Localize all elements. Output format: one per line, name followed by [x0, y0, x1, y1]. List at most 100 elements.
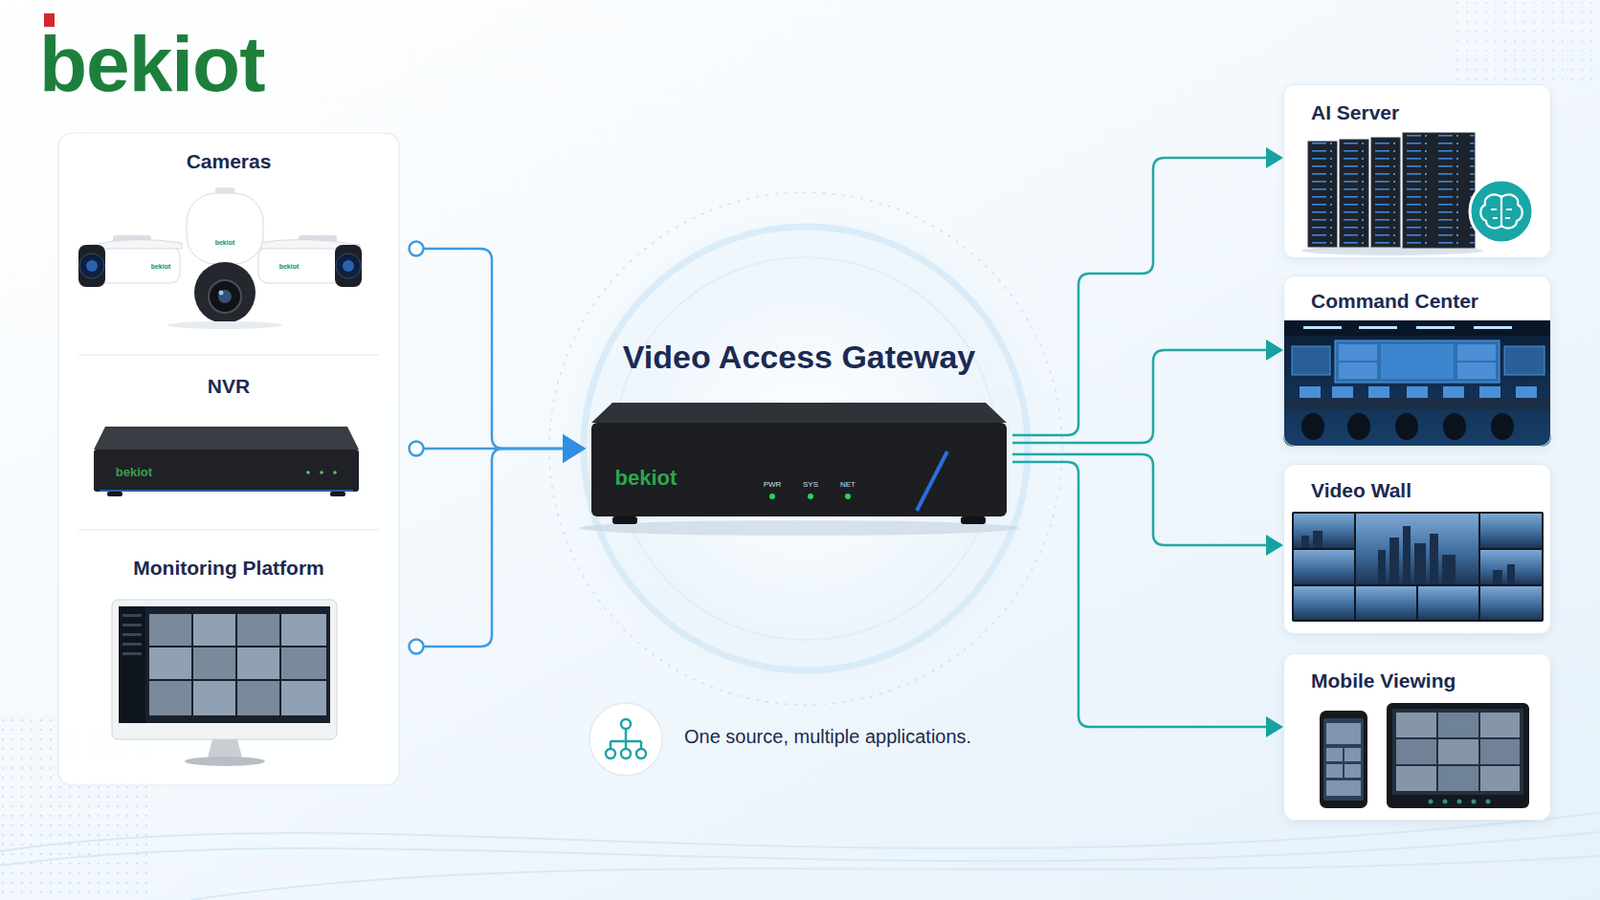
- video-wall-illustration: [1480, 550, 1542, 585]
- gateway-illustration: [960, 516, 986, 525]
- arrow-head: [1266, 716, 1284, 738]
- video-wall-illustration: [1507, 564, 1515, 585]
- server-illustration: [1480, 195, 1502, 229]
- node-heading: Cameras: [186, 149, 272, 174]
- mobile-illustration: [1326, 780, 1361, 797]
- monitor-illustration: [122, 623, 142, 627]
- illustration: [549, 192, 1063, 706]
- monitor-illustration: [149, 614, 327, 716]
- monitor-illustration: [281, 614, 327, 646]
- output-card: Video Wall: [1283, 464, 1552, 635]
- camera-illustration: [79, 253, 105, 279]
- led-label: SYS: [802, 480, 819, 489]
- video-wall-illustration: [1429, 533, 1439, 585]
- mobile-illustration: [1326, 748, 1343, 762]
- hierarchy-icon: [636, 749, 646, 759]
- nvr-illustration: [319, 470, 324, 475]
- command-center-illustration: [1338, 344, 1378, 361]
- mobile-illustration: [1428, 800, 1434, 805]
- command-center-illustration: [1479, 386, 1501, 399]
- command-center-illustration: [1299, 386, 1321, 399]
- gateway-illustration: [807, 493, 814, 500]
- command-center-illustration: [1504, 346, 1545, 376]
- command-center-illustration: [1301, 413, 1514, 441]
- mobile-illustration: [1438, 712, 1479, 738]
- camera-illustration: [208, 280, 242, 313]
- connector-dot: [409, 640, 424, 655]
- monitor-illustration: [193, 681, 236, 716]
- illustration: [1283, 84, 1552, 822]
- camera-illustration: [342, 260, 355, 272]
- mobile-illustration: [1396, 739, 1437, 765]
- mobile-illustration: [1443, 800, 1448, 805]
- node-heading: Command Center: [1311, 288, 1479, 313]
- monitor-illustration: [193, 647, 236, 680]
- server-illustration: [1469, 179, 1534, 244]
- nvr-illustration: [99, 489, 354, 492]
- command-center-illustration: [1358, 326, 1398, 330]
- command-center-illustration: [1416, 326, 1455, 330]
- command-center-illustration: [1338, 344, 1496, 379]
- command-center-illustration: [1303, 326, 1512, 330]
- command-center-illustration: [1291, 346, 1331, 376]
- mobile-illustration: [1323, 718, 1364, 801]
- video-wall-illustration: [1418, 586, 1479, 621]
- source-section: NVR: [58, 355, 417, 531]
- illustration: [561, 204, 1050, 693]
- mobile-illustration: [1438, 766, 1479, 792]
- mobile-illustration: [1386, 703, 1530, 809]
- video-wall-illustration: [1377, 550, 1386, 585]
- mobile-illustration: [1396, 766, 1437, 792]
- gateway-illustration: [916, 451, 948, 512]
- video-wall-illustration: [1293, 513, 1542, 621]
- illustration: [1283, 653, 1552, 822]
- connector-line: [1012, 462, 1268, 728]
- command-center-illustration: [1283, 398, 1552, 410]
- illustration: [78, 354, 379, 356]
- camera-illustration: [218, 289, 232, 304]
- nvr-illustration: [306, 470, 311, 475]
- monitor-illustration: [237, 614, 280, 646]
- command-center-illustration: [1406, 386, 1428, 399]
- mobile-illustration: [1486, 800, 1491, 805]
- nvr-illustration: [93, 426, 359, 497]
- connector: [409, 242, 587, 465]
- arrow-head: [1266, 534, 1284, 556]
- nvr-illustration: [93, 449, 359, 492]
- mobile-illustration: [1480, 739, 1520, 765]
- mobile-illustration: [1396, 712, 1520, 792]
- camera-illustration: [78, 187, 362, 330]
- connector-line: [1012, 350, 1268, 444]
- brand-label: bekiot: [215, 239, 236, 247]
- node-heading: Video Wall: [1311, 478, 1412, 503]
- tagline: One source, multiple applications.: [684, 726, 972, 749]
- gateway-illustration: [769, 493, 776, 500]
- output-card: Command Center: [1283, 275, 1552, 447]
- command-center-illustration: [1368, 386, 1390, 399]
- command-center-illustration: [1303, 326, 1342, 330]
- monitor-illustration: [111, 600, 337, 767]
- camera-illustration: [167, 321, 283, 330]
- command-center-illustration: [1515, 386, 1537, 399]
- server-illustration: [1480, 195, 1523, 229]
- output-card: AI Server: [1283, 84, 1552, 259]
- command-center-illustration: [1283, 320, 1552, 336]
- mobile-illustration: [1392, 709, 1524, 796]
- server-illustration: [1490, 209, 1512, 219]
- gateway-illustration: [591, 402, 1007, 423]
- video-wall-illustration: [1389, 537, 1400, 585]
- brand-label: bekiot: [279, 263, 300, 271]
- monitor-illustration: [118, 606, 146, 724]
- connector-line: [416, 248, 565, 449]
- node-heading: Video Access Gateway: [622, 337, 977, 378]
- led-label: PWR: [763, 480, 782, 489]
- illustration: [1283, 275, 1552, 447]
- command-center-illustration: [1347, 413, 1371, 441]
- connector: [409, 434, 587, 655]
- command-center-illustration: [1338, 362, 1378, 379]
- mobile-illustration: [1326, 723, 1361, 797]
- hierarchy-icon: [605, 749, 616, 759]
